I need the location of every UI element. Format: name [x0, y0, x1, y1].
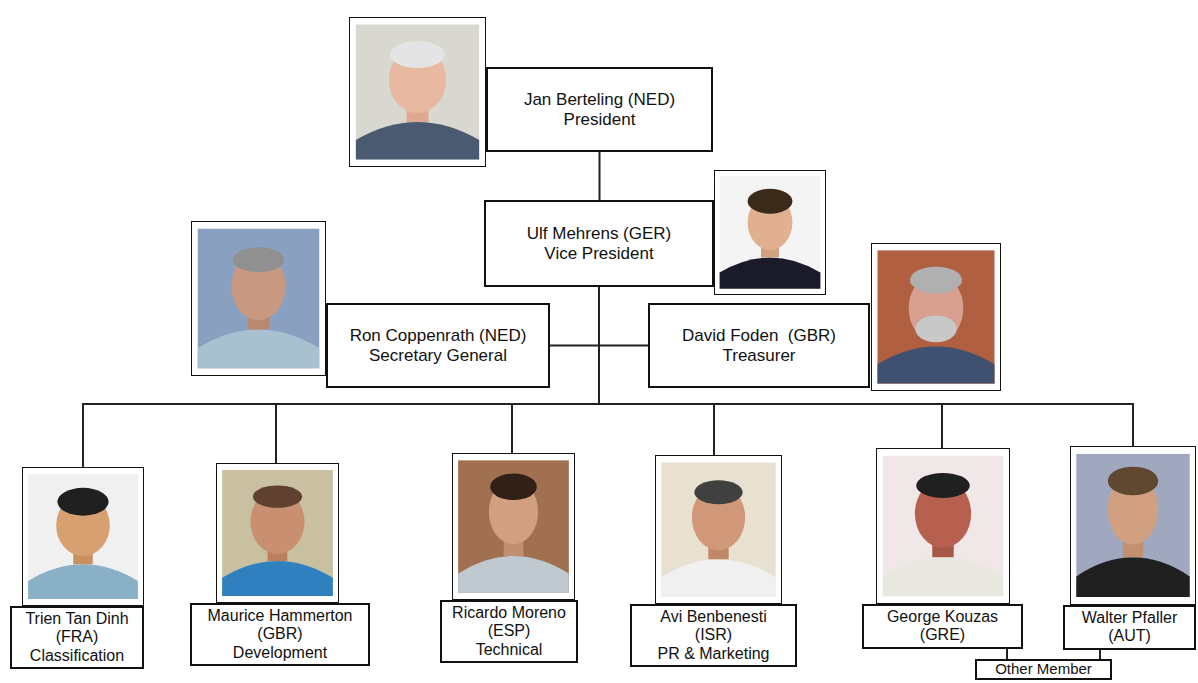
vice-president-box: Ulf Mehrens (GER)Vice President — [484, 200, 714, 287]
person-name: George Kouzas — [887, 608, 998, 626]
treasurer-box: David Foden (GBR)Treasurer — [648, 303, 870, 388]
role-text: (GRE) — [920, 626, 965, 644]
role-text: Secretary General — [369, 346, 507, 366]
member-box: Avi Benbenesti(ISR)PR & Marketing — [630, 604, 797, 667]
person-name: Maurice Hammerton — [208, 607, 353, 625]
person-name: Other Member — [995, 661, 1092, 678]
member-box: Trien Tan Dinh(FRA)Classification — [10, 606, 144, 669]
role-text: President — [564, 110, 636, 130]
portrait-photo — [876, 448, 1010, 604]
person-name: Ricardo Moreno — [452, 604, 566, 622]
portrait-photo — [871, 243, 1001, 391]
secretary-box: Ron Coppenrath (NED)Secretary General — [326, 303, 550, 388]
president-box: Jan Berteling (NED)President — [486, 67, 713, 152]
org-connector — [1006, 649, 1008, 659]
org-connector — [599, 152, 601, 200]
person-name: Ulf Mehrens (GER) — [527, 224, 672, 244]
member-box: Walter Pfaller(AUT) — [1063, 605, 1196, 650]
person-name: Trien Tan Dinh — [25, 610, 128, 628]
role-text: Vice President — [544, 244, 653, 264]
person-name: Ron Coppenrath (NED) — [350, 326, 527, 346]
portrait-photo — [452, 453, 575, 600]
role-text: (ESP) — [488, 622, 531, 640]
role-text: (GBR) — [257, 625, 302, 643]
portrait-photo — [191, 221, 326, 376]
portrait-photo — [655, 455, 782, 604]
role-text: (FRA) — [56, 628, 99, 646]
person-name: Avi Benbenesti — [660, 608, 766, 626]
org-connector — [599, 287, 1133, 605]
person-name: David Foden (GBR) — [682, 326, 836, 346]
role-text: Development — [233, 644, 327, 662]
role-text: Classification — [30, 647, 124, 665]
portrait-photo — [22, 467, 144, 606]
org-connector — [83, 287, 599, 606]
member-box: George Kouzas(GRE) — [862, 604, 1023, 649]
role-text: (ISR) — [695, 626, 732, 644]
portrait-photo — [216, 463, 339, 603]
role-text: Technical — [476, 641, 543, 659]
role-text: PR & Marketing — [657, 645, 769, 663]
portrait-photo — [1070, 446, 1196, 605]
org-connector — [599, 287, 648, 346]
org-connector — [550, 287, 599, 346]
org-connector — [1099, 650, 1101, 659]
group-label-box: Other Member — [975, 659, 1112, 680]
portrait-photo — [349, 17, 486, 167]
person-name: Walter Pfaller — [1082, 609, 1177, 627]
portrait-photo — [714, 170, 826, 295]
member-box: Ricardo Moreno(ESP)Technical — [440, 600, 578, 663]
person-name: Jan Berteling (NED) — [524, 90, 675, 110]
role-text: (AUT) — [1108, 627, 1151, 645]
role-text: Treasurer — [722, 346, 795, 366]
member-box: Maurice Hammerton(GBR)Development — [190, 603, 370, 666]
